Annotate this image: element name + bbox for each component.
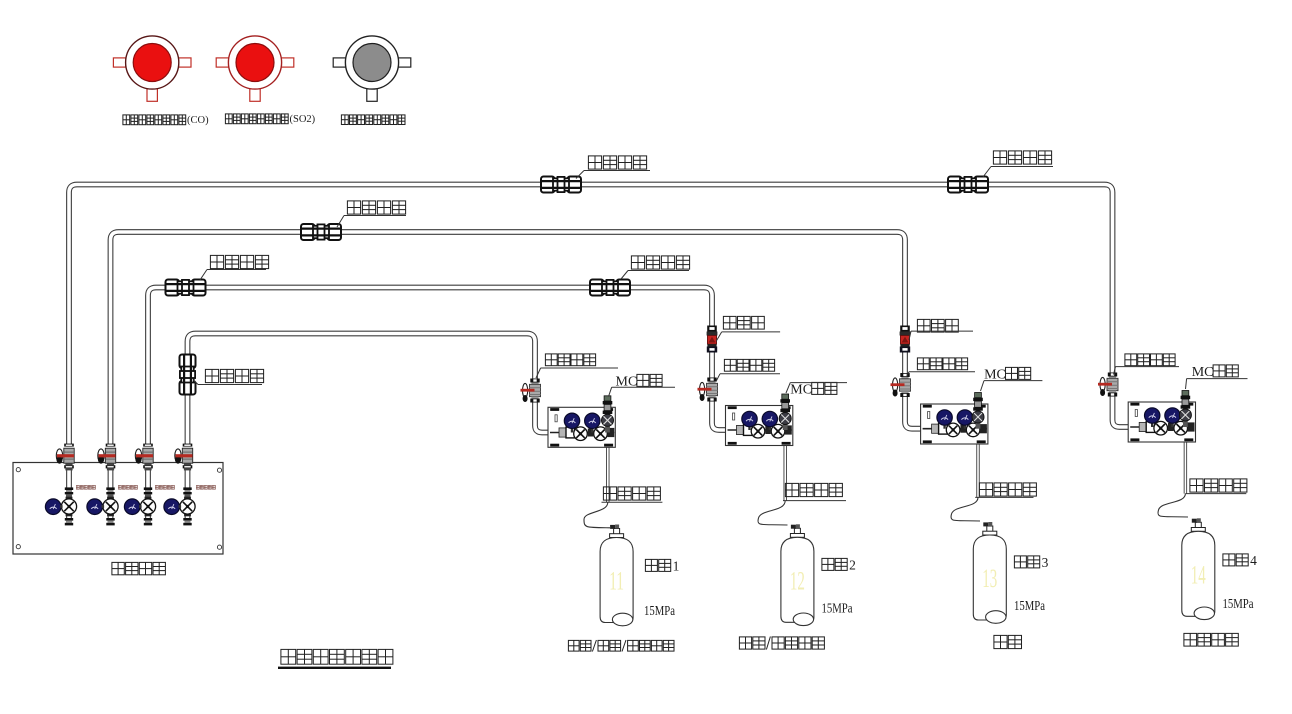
svg-text:(SO2): (SO2): [290, 114, 316, 125]
svg-text:(CO): (CO): [187, 115, 209, 126]
svg-text:MC: MC: [1192, 365, 1214, 380]
svg-text:15MPa: 15MPa: [822, 602, 854, 617]
svg-text:MC: MC: [984, 368, 1006, 383]
svg-text:3: 3: [1042, 555, 1049, 570]
svg-text:12: 12: [790, 566, 805, 595]
svg-text:14: 14: [1191, 560, 1206, 589]
svg-text:1: 1: [673, 559, 680, 574]
svg-text:13: 13: [982, 564, 997, 593]
svg-text:15MPa: 15MPa: [1014, 599, 1046, 614]
svg-text:MC: MC: [616, 375, 638, 390]
svg-text:MC: MC: [790, 383, 812, 398]
svg-text:15MPa: 15MPa: [644, 604, 676, 619]
svg-text:2: 2: [849, 558, 856, 573]
svg-text:4: 4: [1250, 553, 1257, 568]
svg-text:15MPa: 15MPa: [1223, 597, 1255, 612]
svg-text:11: 11: [609, 567, 624, 596]
